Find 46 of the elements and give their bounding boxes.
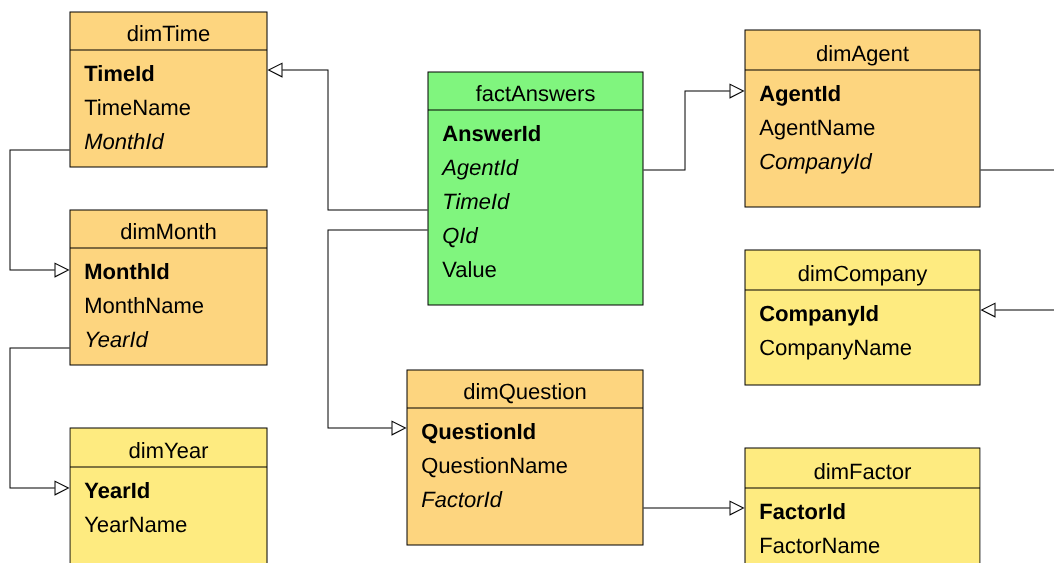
field-name: AnswerId [442,125,540,142]
field-name: TimeId [444,193,510,210]
field-name: MonthId [85,263,169,280]
field-name: Value [442,261,496,278]
field-name: AgentId [441,159,519,180]
table-title: dimQuestion [464,383,586,404]
arrow [643,83,744,171]
arrow [268,62,428,211]
table-title: dimMonth [121,223,216,240]
table-title: dimYear [129,442,209,459]
table-box [744,29,981,208]
table-title: dimCompany [798,265,928,286]
table-box [427,71,644,306]
field-name: MonthId [84,133,165,150]
field-name: YearName [84,516,187,533]
field-name: YearId [86,331,149,348]
field-name: FactorName [761,537,880,554]
field-name: QId [443,227,479,248]
field-name: FactorId [760,503,845,520]
field-name: TimeName [84,99,190,116]
field-name: YearId [84,482,149,499]
table-box [744,447,981,563]
arrow [327,229,428,436]
table-title: dimTime [127,25,210,42]
table-title: dimAgent [816,45,909,66]
field-name: TimeId [84,65,154,82]
table-title: factAnswers [475,85,595,102]
arrow [9,149,70,278]
field-name: AgentId [759,85,840,106]
table-box [744,249,981,386]
field-name: AgentName [759,119,875,140]
field-name: FactorId [421,491,503,508]
field-name: CompanyId [760,305,878,326]
arrow [643,500,744,516]
table-box [69,427,268,563]
table-box [69,209,268,366]
table-box [69,11,268,168]
field-name: QuestionId [422,423,535,444]
arrow [980,169,1054,318]
arrow [9,347,70,496]
field-name: QuestionName [422,457,567,478]
field-name: CompanyId [760,153,873,174]
table-box [406,369,644,546]
table-title: dimFactor [814,463,912,480]
field-name: MonthName [86,297,204,314]
field-name: CompanyName [760,339,912,360]
